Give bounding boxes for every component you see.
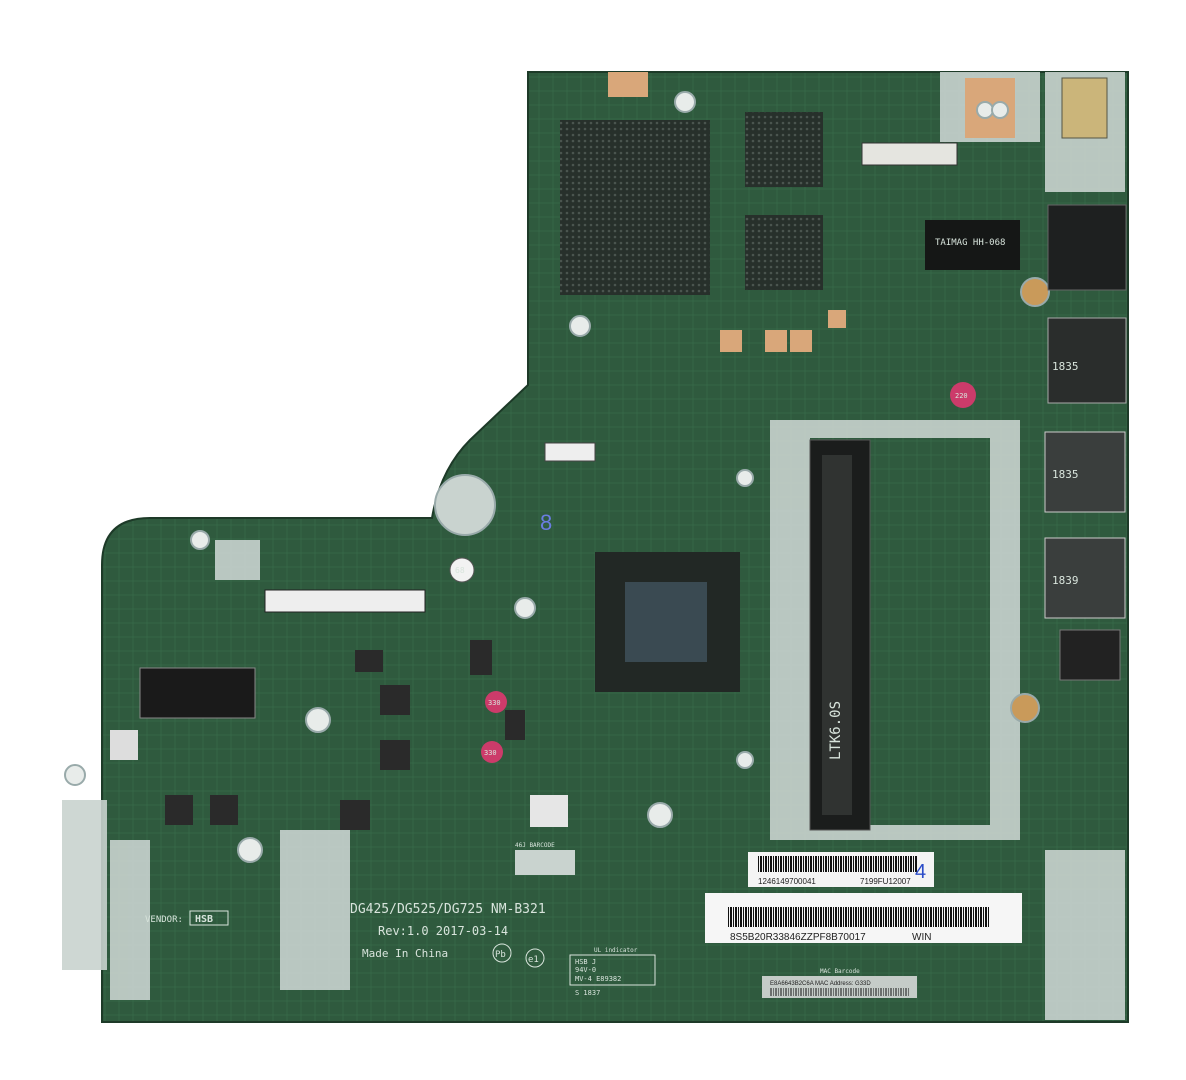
svg-text:VENDOR:: VENDOR:: [145, 915, 183, 925]
ul-indicator: UL indicator HSB J 94V-0 MV-4 E89382 S 1…: [569, 947, 656, 997]
barcode-area-label: 46J BARCODE: [515, 842, 555, 849]
svg-text:330: 330: [488, 699, 501, 707]
small-barcode-sticker: 1246149700041 7199FU12007 4: [748, 852, 934, 887]
lan-transformer: [925, 220, 1020, 270]
mounting-holes: [64, 91, 1050, 863]
hdmi-port: [1047, 317, 1127, 404]
svg-text:Pb: Pb: [495, 950, 506, 960]
memory-chip: [745, 215, 823, 290]
svg-text:1246149700041: 1246149700041: [758, 877, 816, 886]
audio-jack: [1059, 629, 1121, 681]
svg-text:220: 220: [955, 392, 968, 400]
ffc-connector: [264, 589, 426, 613]
svg-text:WIN: WIN: [912, 932, 931, 943]
svg-text:MV-4 E89382: MV-4 E89382: [575, 975, 621, 983]
battery-connector: [530, 795, 568, 827]
usb-chip-label: 1835: [1052, 468, 1079, 481]
power-jack: [1061, 77, 1108, 139]
svg-text:94V-0: 94V-0: [575, 966, 596, 974]
vendor-mark: VENDOR: HSB: [145, 910, 229, 926]
cpu-die: [625, 582, 707, 662]
inductors: [165, 640, 525, 830]
svg-text:7199FU12007: 7199FU12007: [860, 877, 911, 886]
e1-mark: e1: [525, 948, 545, 968]
ddr-connector: [861, 142, 958, 166]
model-silkscreen: DG425/DG525/DG725 NM-B321: [350, 902, 546, 917]
svg-text:HSB: HSB: [195, 914, 213, 925]
mac-barcode-label: MAC Barcode: [820, 968, 860, 975]
usb-port: [1044, 537, 1126, 619]
ram-slot-pins: [822, 455, 852, 815]
revision-silkscreen: Rev:1.0 2017-03-14: [378, 924, 508, 938]
ram-slot-label: LTK6.0S: [828, 701, 844, 760]
mac-sticker: E8A6643B2C6A MAC Address: G33D: [762, 976, 917, 998]
svg-text:HSB J: HSB J: [575, 958, 596, 966]
hand-mark-8: 8: [540, 510, 552, 535]
svg-text:68: 68: [455, 566, 465, 575]
usb-chip-label: 1835: [1052, 360, 1079, 373]
origin-silkscreen: Made In China: [362, 947, 448, 960]
pcb-board: [101, 71, 1129, 1023]
capacitors: 68 330 330 220: [449, 382, 976, 763]
usb-connector: [110, 730, 138, 760]
lan-chip-label: TAIMAG HH-068: [935, 238, 1005, 248]
svg-text:E8A6643B2C6A MAC Address: G3: E8A6643B2C6A MAC Address: G33D: [770, 981, 871, 987]
usb-chip-label: 1839: [1052, 574, 1079, 587]
svg-text:UL indicator: UL indicator: [594, 947, 638, 954]
svg-text:330: 330: [484, 749, 497, 757]
svg-text:8S5B20R33846ZZPF8B70017: 8S5B20R33846ZZPF8B70017: [730, 932, 866, 943]
m2-slot: [139, 667, 256, 719]
usb-port: [1044, 431, 1126, 513]
svg-text:S 1837: S 1837: [575, 989, 600, 997]
svg-text:e1: e1: [528, 955, 539, 965]
main-barcode-sticker: 8S5B20R33846ZZPF8B70017 WIN: [705, 893, 1022, 943]
fan-connector: [544, 442, 596, 462]
memory-chip: [745, 112, 823, 187]
svg-text:4: 4: [915, 861, 926, 883]
barcode-area: [515, 850, 575, 875]
ethernet-port: [1047, 204, 1127, 291]
bga-chip-area: [560, 120, 710, 295]
pb-free-mark: Pb: [492, 943, 512, 963]
